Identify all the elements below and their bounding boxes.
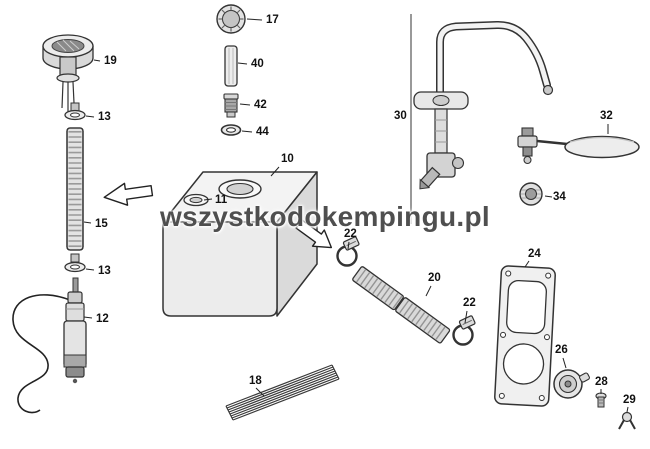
part-label-30: 30 xyxy=(394,110,407,122)
part-13-ring-upper xyxy=(64,102,86,121)
direction-arrow-left-icon xyxy=(103,182,154,206)
part-label-13b: 13 xyxy=(98,265,111,277)
part-24-mounting-plate xyxy=(494,265,556,407)
part-label-19: 19 xyxy=(104,55,117,67)
part-22-clamp-upper xyxy=(336,236,360,267)
part-label-29: 29 xyxy=(623,394,636,406)
direction-arrow-right-icon xyxy=(295,219,333,249)
part-40-tube xyxy=(224,45,238,87)
part-26-knob xyxy=(553,369,590,399)
part-18-rods xyxy=(225,364,340,421)
part-label-18: 18 xyxy=(249,375,262,387)
part-label-22b: 22 xyxy=(463,297,476,309)
part-label-17: 17 xyxy=(266,14,279,26)
part-20-hose xyxy=(352,266,451,344)
part-label-22a: 22 xyxy=(344,228,357,240)
part-28-screw xyxy=(595,392,607,408)
part-44-ring xyxy=(220,124,242,136)
part-19-level-sender xyxy=(42,34,94,113)
part-label-34: 34 xyxy=(553,191,566,203)
part-label-28: 28 xyxy=(595,376,608,388)
part-label-40: 40 xyxy=(251,58,264,70)
part-22-clamp-lower xyxy=(452,315,476,346)
part-15-corrugated-pipe xyxy=(66,127,84,251)
part-label-24: 24 xyxy=(528,248,541,260)
part-30-faucet xyxy=(410,14,554,224)
part-label-20: 20 xyxy=(428,272,441,284)
part-callouts: 17 40 42 44 19 13 15 13 12 10 11 18 22 2… xyxy=(95,14,636,406)
part-label-26: 26 xyxy=(555,344,568,356)
part-12-pump xyxy=(12,277,87,414)
part-10-tank xyxy=(162,171,318,317)
part-label-10: 10 xyxy=(281,153,294,165)
part-32-float-valve xyxy=(517,127,640,165)
part-17-cap xyxy=(216,4,246,34)
part-label-44: 44 xyxy=(256,126,269,138)
part-34-knob xyxy=(519,182,543,206)
part-label-11: 11 xyxy=(215,194,228,206)
part-label-12: 12 xyxy=(96,313,109,325)
part-label-15: 15 xyxy=(95,218,108,230)
part-label-32: 32 xyxy=(600,110,613,122)
leader-lines xyxy=(83,18,629,413)
part-11-opening xyxy=(183,193,209,207)
watermark: wszystkodokempingu.pl xyxy=(160,201,490,232)
tank-filler-neck xyxy=(218,179,262,199)
part-label-13a: 13 xyxy=(98,111,111,123)
part-label-42: 42 xyxy=(254,99,267,111)
part-42-connector xyxy=(223,93,239,118)
part-29-clip xyxy=(618,411,636,430)
part-13-ring-lower xyxy=(64,253,86,273)
